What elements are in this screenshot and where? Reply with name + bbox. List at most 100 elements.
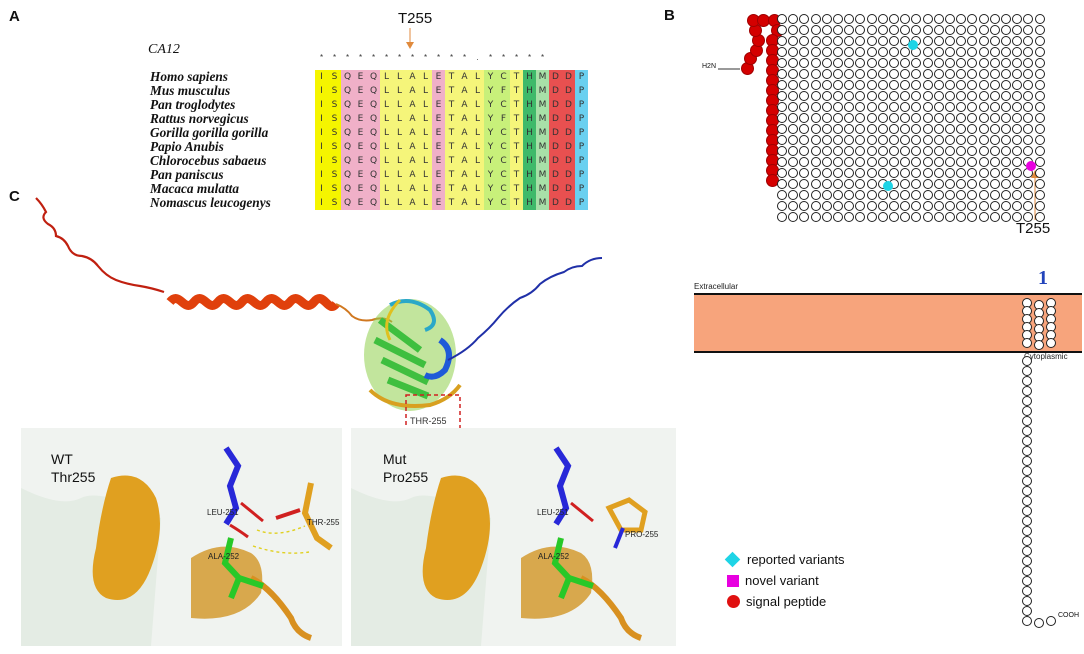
residue-cell: H <box>523 168 536 182</box>
conservation-mark: * <box>345 53 350 62</box>
residue-bead <box>979 212 989 222</box>
residue-cell: L <box>393 84 406 98</box>
residue-bead <box>777 168 787 178</box>
residue-bead <box>1022 556 1032 566</box>
species-name: Rattus norvegicus <box>150 111 249 126</box>
residue-bead <box>1022 338 1032 348</box>
residue-bead <box>990 36 1000 46</box>
panel-a-label: A <box>9 8 20 25</box>
residue-bead <box>1001 212 1011 222</box>
residue-bead <box>889 14 899 24</box>
residue-bead <box>956 157 966 167</box>
residue-bead <box>923 80 933 90</box>
residue-bead <box>923 212 933 222</box>
residue-bead <box>900 102 910 112</box>
residue-cell: L <box>419 98 432 112</box>
residue-cell: T <box>510 126 523 140</box>
residue-bead <box>889 124 899 134</box>
residue-bead <box>822 58 832 68</box>
residue-cell: T <box>510 168 523 182</box>
cytoplasmic-label: Cytoplasmic <box>1024 352 1068 361</box>
residue-bead <box>878 201 888 211</box>
residue-cell: T <box>445 126 458 140</box>
wt-closeup: WT Thr255 LEU-251 ALA-252 THR-255 <box>21 428 342 646</box>
residue-bead <box>799 157 809 167</box>
residue-bead <box>945 80 955 90</box>
residue-cell: A <box>406 126 419 140</box>
square-icon <box>727 574 739 587</box>
residue-cell: L <box>393 140 406 154</box>
residue-bead <box>945 124 955 134</box>
residue-bead <box>799 47 809 57</box>
residue-cell: Q <box>367 168 380 182</box>
residue-bead <box>844 212 854 222</box>
residue-bead <box>878 113 888 123</box>
residue-cell: C <box>497 126 510 140</box>
residue-bead <box>833 201 843 211</box>
residue-cell: D <box>562 140 575 154</box>
residue-bead <box>967 212 977 222</box>
mut-closeup: Mut Pro255 LEU-251 ALA-252 PRO-255 <box>351 428 676 646</box>
residue-cell: D <box>562 70 575 84</box>
residue-bead <box>1012 113 1022 123</box>
residue-bead <box>967 179 977 189</box>
residue-bead <box>1023 69 1033 79</box>
conservation-mark: . <box>476 53 479 62</box>
residue-bead <box>867 135 877 145</box>
residue-bead <box>1022 466 1032 476</box>
residue-bead <box>911 135 921 145</box>
conservation-mark: * <box>527 53 532 62</box>
residue-cell: L <box>419 168 432 182</box>
residue-bead <box>1035 168 1045 178</box>
residue-bead <box>911 58 921 68</box>
residue-cell: A <box>406 70 419 84</box>
residue-bead <box>911 168 921 178</box>
residue-cell: Q <box>341 112 354 126</box>
panel-b-label: B <box>664 7 675 24</box>
residue-bead <box>1022 386 1032 396</box>
residue-bead <box>956 102 966 112</box>
residue-bead <box>777 157 787 167</box>
residue-bead <box>844 80 854 90</box>
residue-bead <box>855 69 865 79</box>
species-name: Chlorocebus sabaeus <box>150 153 267 168</box>
residue-cell: I <box>315 70 328 84</box>
residue-cell: L <box>380 70 393 84</box>
residue-bead <box>1012 14 1022 24</box>
residue-bead <box>1001 124 1011 134</box>
residue-cell: P <box>575 126 588 140</box>
residue-bead <box>1023 36 1033 46</box>
residue-bead <box>1012 212 1022 222</box>
residue-bead <box>822 113 832 123</box>
residue-bead <box>889 80 899 90</box>
alpha-helix <box>166 294 340 311</box>
residue-bead <box>811 124 821 134</box>
residue-bead <box>799 69 809 79</box>
residue-bead <box>777 58 787 68</box>
residue-bead <box>934 36 944 46</box>
residue-bead <box>1022 546 1032 556</box>
residue-bead <box>889 146 899 156</box>
wt-label-line1: WT <box>51 451 73 467</box>
residue-bead <box>889 190 899 200</box>
residue-bead <box>990 179 1000 189</box>
residue-bead <box>979 124 989 134</box>
residue-cell: D <box>549 112 562 126</box>
residue-bead <box>1022 576 1032 586</box>
residue-bead <box>1035 58 1045 68</box>
residue-bead <box>934 157 944 167</box>
residue-bead <box>799 102 809 112</box>
residue-bead <box>811 58 821 68</box>
residue-bead <box>990 69 1000 79</box>
residue-bead <box>889 102 899 112</box>
residue-cell: P <box>575 84 588 98</box>
residue-label-leu251: LEU-251 <box>207 508 239 517</box>
residue-bead <box>788 91 798 101</box>
residue-bead <box>878 212 888 222</box>
residue-cell: P <box>575 182 588 196</box>
residue-cell: Q <box>341 126 354 140</box>
species-name: Gorilla gorilla gorilla <box>150 125 269 140</box>
